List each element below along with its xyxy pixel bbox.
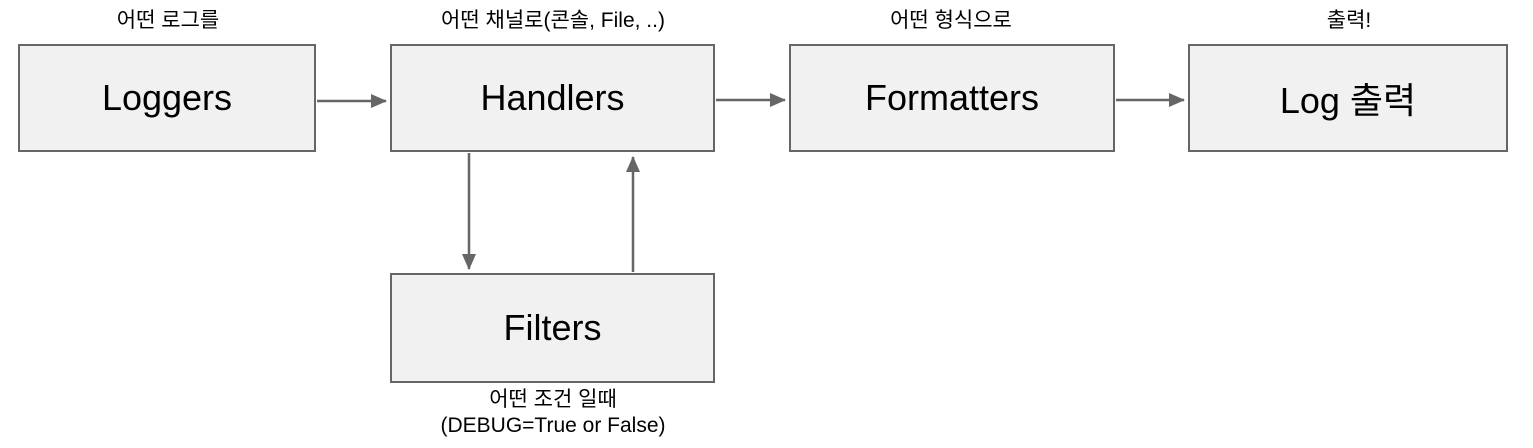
box-handlers-label: Handlers [480,77,625,118]
annotation-filters-line1: 어떤 조건 일때 [489,388,617,411]
annotation-filters-line2: (DEBUG=True or False) [440,414,666,437]
box-loggers: Loggers [18,44,316,152]
annotation-formatters: 어떤 형식으로 [890,9,1012,32]
box-filters-label: Filters [503,307,602,348]
annotation-handlers: 어떤 채널로(콘솔, File, ..) [441,9,665,32]
annotation-filters: 어떤 조건 일때 (DEBUG=True or False) [440,387,665,439]
annotation-log-output: 출력! [1326,9,1372,32]
box-handlers: Handlers [390,44,715,152]
box-filters: Filters [390,273,715,383]
annotation-loggers: 어떤 로그를 [116,9,220,32]
box-formatters-label: Formatters [864,77,1040,118]
box-loggers-label: Loggers [101,77,233,118]
box-log-output-label: Log 출력 [1279,80,1417,121]
box-log-output: Log 출력 [1188,44,1508,152]
box-formatters: Formatters [789,44,1115,152]
